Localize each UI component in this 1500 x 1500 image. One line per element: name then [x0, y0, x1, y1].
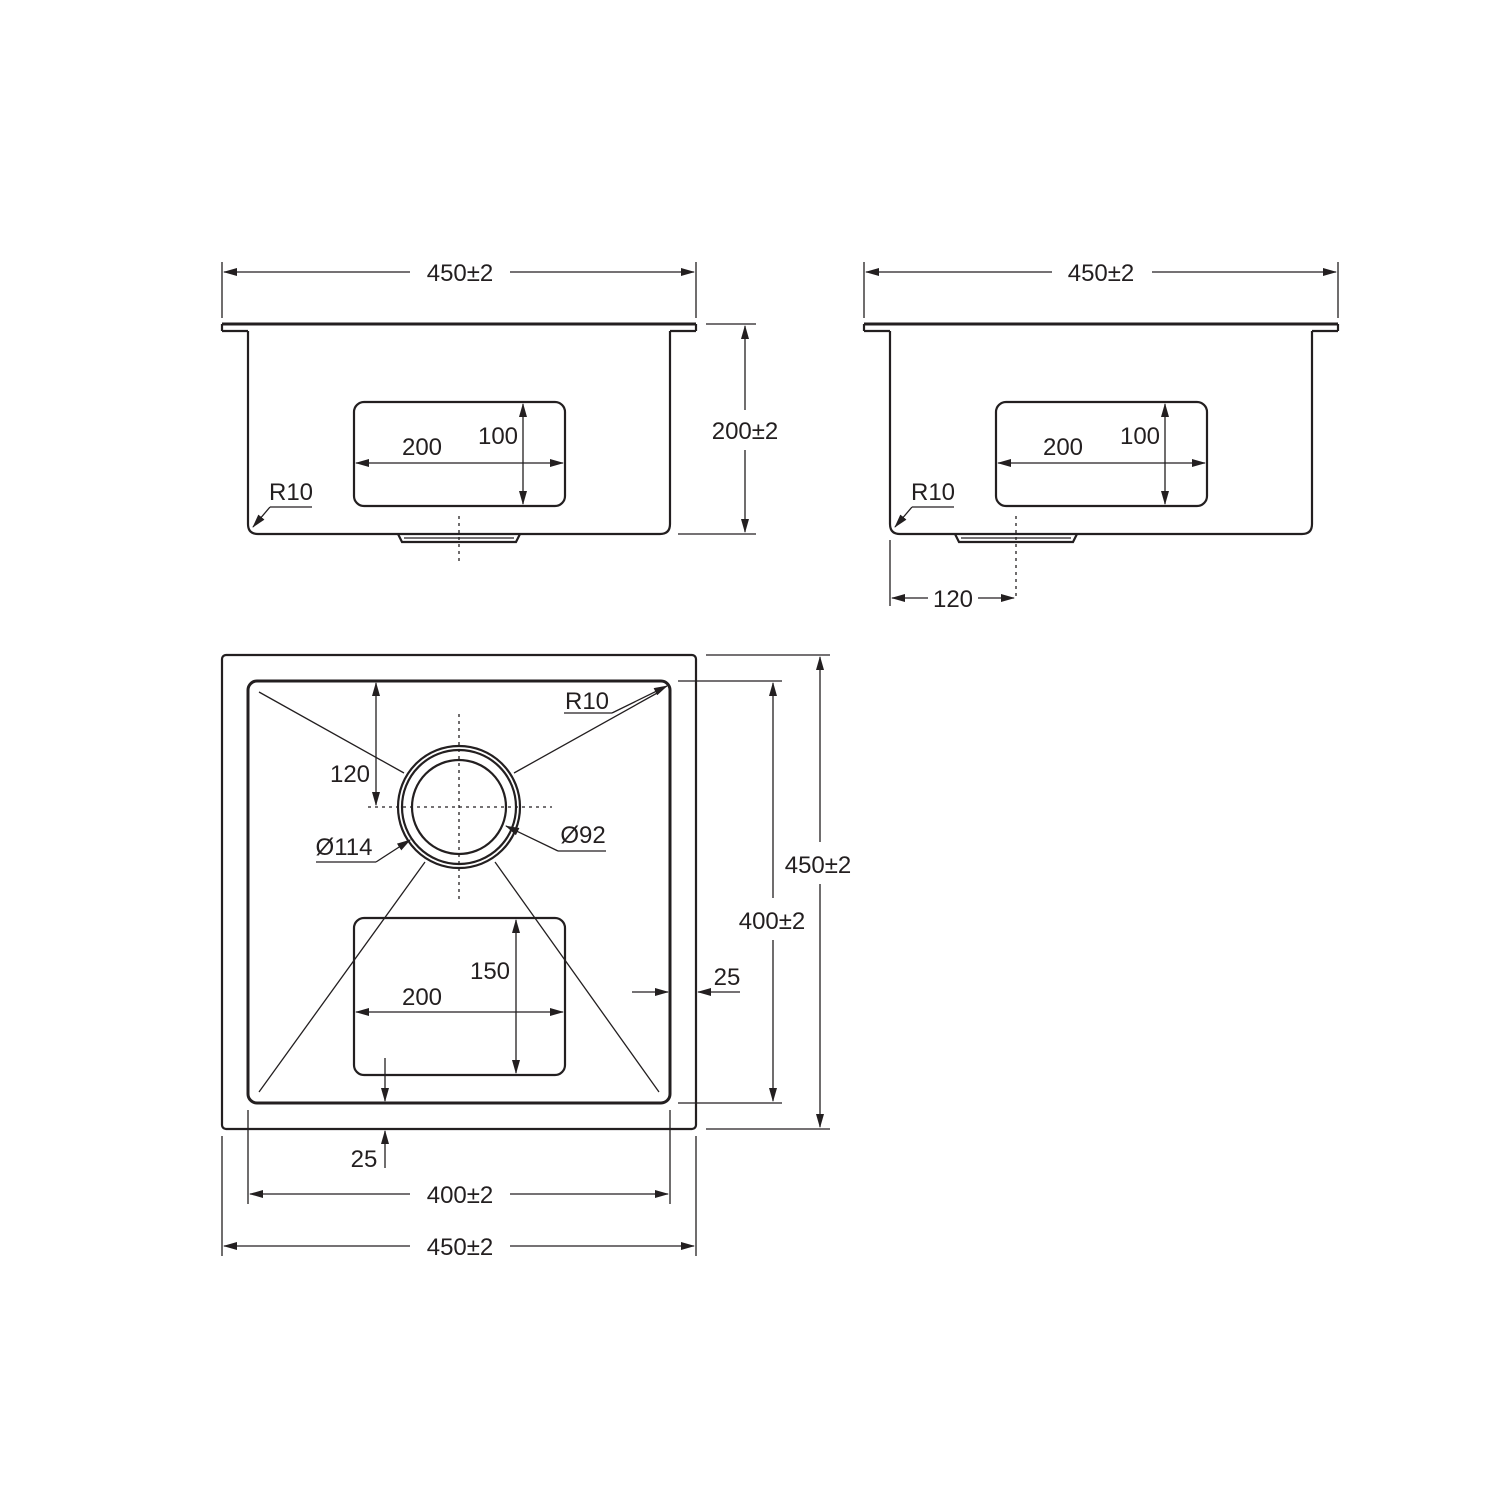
side-cutout — [994, 400, 1209, 508]
top-cutout — [352, 916, 567, 1077]
front-radius-callout: R10 — [252, 479, 313, 528]
top-view: 120 R10 Ø114 Ø92 200 150 — [220, 653, 852, 1261]
front-view: 450±2 200±2 200 100 R10 — [220, 260, 779, 562]
top-drain-offset-label: 120 — [330, 761, 370, 788]
side-cutout-dimensions: 200 100 — [997, 403, 1206, 505]
top-inner-width-dimension: 400±2 — [247, 1110, 671, 1209]
side-cutout-width-label: 200 — [1043, 434, 1083, 461]
top-outer-height-label: 450±2 — [785, 852, 852, 879]
front-cutout-width-label: 200 — [402, 434, 442, 461]
front-width-dimension: 450±2 — [221, 260, 697, 318]
front-drain — [397, 533, 521, 544]
top-cutout-dimensions: 200 150 — [355, 919, 564, 1074]
top-drain-offset-dimension: 120 — [330, 682, 380, 806]
side-radius-callout: R10 — [894, 479, 955, 528]
side-cutout-height-label: 100 — [1120, 423, 1160, 450]
top-radius-label: R10 — [565, 688, 609, 715]
front-cutout-height-label: 100 — [478, 423, 518, 450]
top-inner-height-label: 400±2 — [739, 908, 806, 935]
front-cutout-dimensions: 200 100 — [355, 403, 564, 505]
top-bowl-outline — [246, 679, 672, 1105]
top-drain-outer-callout: Ø114 — [316, 834, 411, 863]
top-cutout-width-label: 200 — [402, 984, 442, 1011]
top-outer-rim — [220, 653, 698, 1131]
top-outer-height-dimension: 450±2 — [706, 654, 852, 1130]
top-cutout-height-label: 150 — [470, 958, 510, 985]
top-drain — [368, 714, 552, 902]
side-bowl-outline — [888, 331, 1314, 536]
top-drain-inner-callout: Ø92 — [505, 822, 606, 852]
front-rim — [220, 322, 698, 333]
front-cutout — [352, 400, 567, 508]
top-rim-side-dimension: 25 — [632, 964, 741, 996]
side-drain — [954, 533, 1078, 544]
top-inner-height-dimension: 400±2 — [678, 680, 806, 1104]
side-rim — [862, 322, 1340, 333]
top-rim-bottom-dimension: 25 — [351, 1058, 389, 1173]
side-width-dimension: 450±2 — [863, 260, 1339, 318]
side-view: 450±2 200 100 R10 120 — [862, 260, 1340, 613]
side-width-label: 450±2 — [1068, 260, 1135, 287]
front-height-dimension: 200±2 — [678, 323, 779, 535]
front-radius-label: R10 — [269, 479, 313, 506]
front-height-label: 200±2 — [712, 418, 779, 445]
top-drain-outer-label: Ø114 — [316, 834, 373, 861]
front-bowl-outline — [246, 331, 672, 536]
side-drain-offset-label: 120 — [933, 586, 973, 613]
top-inner-width-label: 400±2 — [427, 1182, 494, 1209]
top-radius-callout: R10 — [564, 685, 668, 715]
top-outer-width-label: 450±2 — [427, 1234, 494, 1261]
top-rim-side-label: 25 — [714, 964, 741, 991]
side-drain-offset-dimension: 120 — [889, 540, 1015, 613]
side-radius-label: R10 — [911, 479, 955, 506]
top-outer-width-dimension: 450±2 — [221, 1136, 697, 1261]
front-width-label: 450±2 — [427, 260, 494, 287]
top-rim-bottom-label: 25 — [351, 1146, 378, 1173]
top-drain-inner-label: Ø92 — [560, 822, 605, 849]
